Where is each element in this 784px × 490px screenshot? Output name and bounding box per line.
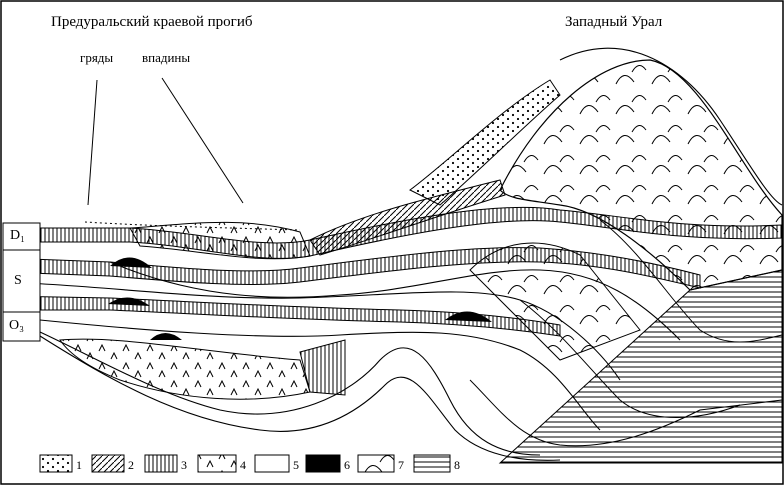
lower-vert-pod <box>299 339 346 396</box>
dotted-wedge <box>409 79 561 206</box>
fold-line-1 <box>109 261 681 341</box>
western-ural-title: Западный Урал <box>565 14 663 30</box>
strat-o3-label: O₃ <box>9 318 24 333</box>
legend-num-7: 7 <box>398 458 404 472</box>
legend-num-6: 6 <box>344 458 350 472</box>
ridges-label: гряды <box>80 50 114 65</box>
foredeep-title: Предуральский краевой прогиб <box>51 14 253 30</box>
black-lens-1 <box>110 257 152 268</box>
ridges-leader <box>87 79 98 206</box>
black-lens-2 <box>108 297 150 306</box>
legend-swatch-2 <box>91 454 125 473</box>
legend-num-2: 2 <box>128 458 134 472</box>
legend-swatch-5 <box>254 454 290 473</box>
legend <box>39 454 451 473</box>
legend-num-1: 1 <box>76 458 82 472</box>
legend-swatch-3 <box>144 454 178 473</box>
strat-column <box>2 222 41 342</box>
trough-surface <box>84 221 301 231</box>
fold-line-5 <box>39 335 561 461</box>
legend-num-3: 3 <box>181 458 187 472</box>
black-lens-4 <box>445 311 492 322</box>
legend-num-8: 8 <box>454 458 460 472</box>
black-lens-3 <box>150 333 182 340</box>
fold-line-8 <box>599 219 783 343</box>
s-band <box>2 247 701 289</box>
legend-swatch-1 <box>39 454 73 473</box>
fold-line-outer <box>559 47 783 206</box>
strat-s-label: S <box>14 273 22 288</box>
legend-num-4: 4 <box>240 458 246 472</box>
legend-swatch-7 <box>357 454 395 473</box>
legend-num-5: 5 <box>293 458 299 472</box>
depressions-leader <box>161 77 244 204</box>
legend-swatch-4 <box>197 454 237 473</box>
caret-fill-upper <box>129 221 311 260</box>
fold-line-6 <box>469 379 783 447</box>
fold-line-4 <box>39 331 541 456</box>
fold-line-2 <box>2 281 621 381</box>
depressions-label: впадины <box>142 50 191 65</box>
legend-swatch-8 <box>413 454 451 473</box>
strat-d1-label: D₁ <box>10 228 25 243</box>
legend-swatch-6 <box>305 454 341 473</box>
fold-line-7 <box>519 299 741 418</box>
fold-line-3 <box>39 319 601 431</box>
caret-fill-lower <box>59 338 311 400</box>
